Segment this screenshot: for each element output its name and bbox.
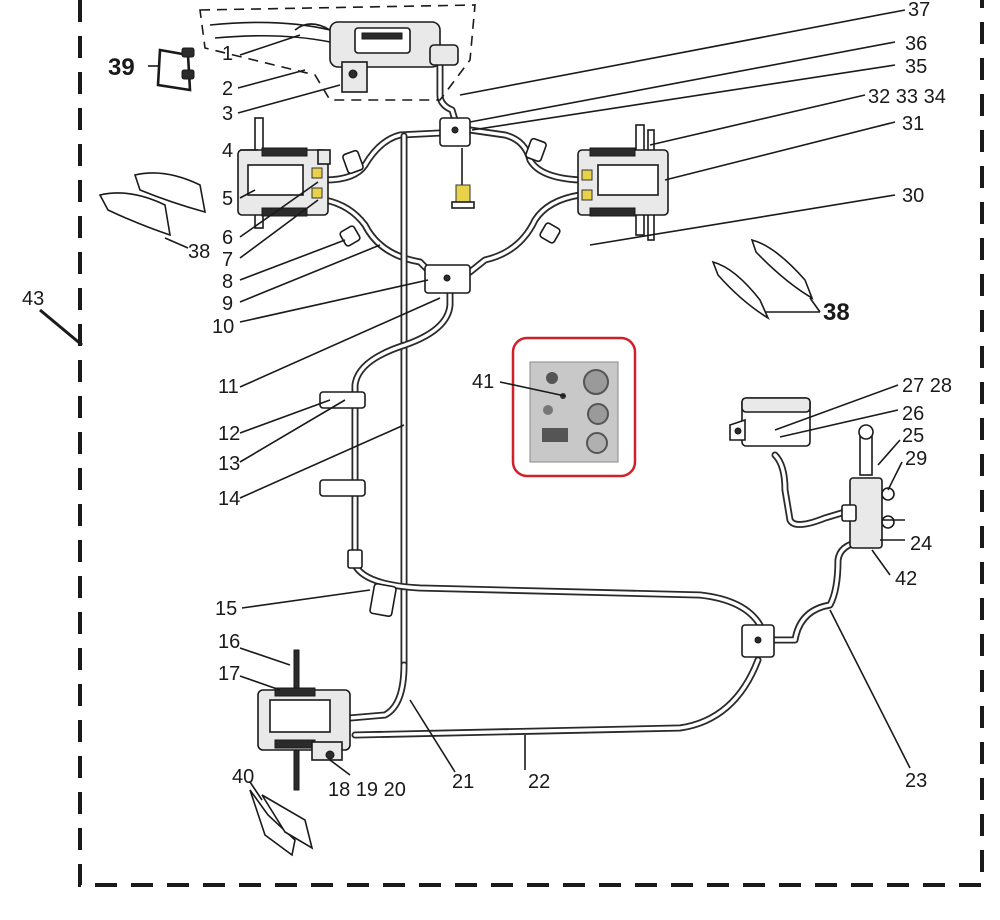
label-15: 15 [215, 598, 237, 620]
label-38-left: 38 [188, 241, 210, 263]
callout-labels: 1 2 3 4 5 6 7 8 9 10 11 12 13 14 15 16 1… [22, 0, 952, 801]
label-17: 17 [218, 663, 240, 685]
label-2: 2 [222, 78, 233, 100]
label-18-20: 18 19 20 [328, 779, 406, 801]
label-6: 6 [222, 227, 233, 249]
label-26: 26 [902, 403, 924, 425]
label-10: 10 [212, 316, 234, 338]
label-25: 25 [902, 425, 924, 447]
lower-junction-block [424, 264, 471, 294]
label-7: 7 [222, 249, 233, 271]
label-1: 1 [222, 43, 233, 65]
highlight-box [511, 336, 637, 478]
rear-junction-block [741, 624, 775, 658]
label-32-34: 32 33 34 [868, 86, 946, 108]
assembly-border [78, 0, 984, 887]
label-21: 21 [452, 771, 474, 793]
rear-caliper [257, 649, 351, 791]
brake-switch-wire [156, 47, 195, 92]
label-8: 8 [222, 271, 233, 293]
label-30: 30 [902, 185, 924, 207]
label-40: 40 [232, 766, 254, 788]
label-41: 41 [472, 371, 494, 393]
label-14: 14 [218, 488, 240, 510]
label-35: 35 [905, 56, 927, 78]
front-master-cylinder [199, 4, 476, 101]
label-37: 37 [908, 0, 930, 21]
label-23: 23 [905, 770, 927, 792]
leader-lines [39, 9, 911, 801]
label-4: 4 [222, 140, 233, 162]
brake-pads [98, 172, 814, 857]
label-39: 39 [108, 54, 135, 81]
left-front-caliper [237, 117, 331, 229]
label-42: 42 [895, 568, 917, 590]
right-front-caliper [577, 124, 669, 241]
label-22: 22 [528, 771, 550, 793]
seal-kit-41 [511, 336, 637, 478]
label-31: 31 [902, 113, 924, 135]
label-43: 43 [22, 288, 44, 310]
brake-lines [321, 61, 864, 739]
label-16: 16 [218, 631, 240, 653]
label-5: 5 [222, 188, 233, 210]
label-27-28: 27 28 [902, 375, 952, 397]
label-24: 24 [910, 533, 932, 555]
top-junction-block [439, 117, 475, 209]
label-9: 9 [222, 293, 233, 315]
label-3: 3 [222, 103, 233, 125]
label-29: 29 [905, 448, 927, 470]
label-13: 13 [218, 453, 240, 475]
label-38-right: 38 [823, 299, 850, 326]
rear-master-cylinder [841, 424, 905, 549]
line-clamps [319, 137, 561, 618]
label-36: 36 [905, 33, 927, 55]
label-11: 11 [218, 376, 239, 398]
label-12: 12 [218, 423, 240, 445]
